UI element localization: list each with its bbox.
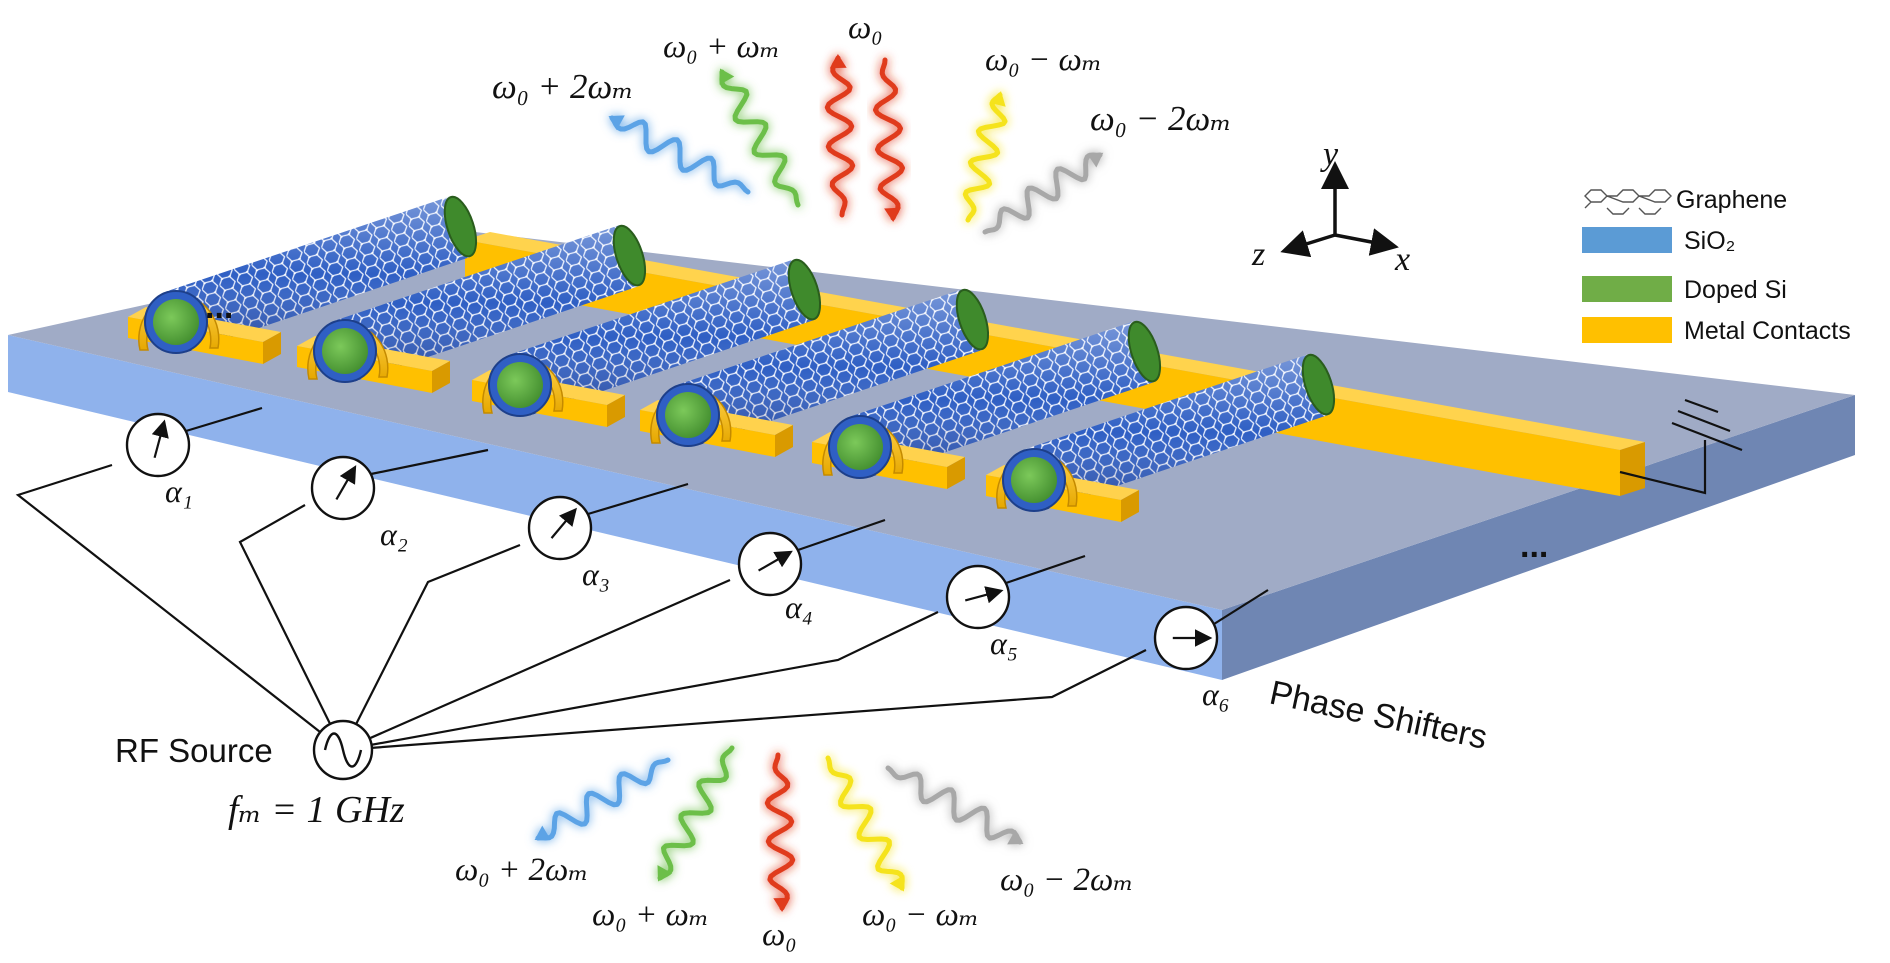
ellipsis-right: ... xyxy=(1520,527,1548,565)
legend-graphene-swatch xyxy=(1582,186,1672,216)
top-wave-label-3: ω₀ xyxy=(848,10,883,46)
feed-wire-6 xyxy=(342,649,1147,752)
bottom-wave-1 xyxy=(534,757,671,841)
top-wave-label-1: ω₀ + 2ωₘ xyxy=(492,67,634,106)
graphene-tube-array xyxy=(128,195,1336,522)
feed-wire-5 xyxy=(342,611,939,752)
substrate-side-face xyxy=(1222,395,1855,680)
bottom-wave-3 xyxy=(764,752,796,912)
phase-label-1: α₁ xyxy=(165,473,193,509)
doped-si-core xyxy=(665,392,711,438)
doped-si-core-end xyxy=(1301,353,1336,416)
phase-shifters-label: Phase Shifters xyxy=(1266,674,1490,757)
rf-feed-wires xyxy=(15,406,1269,752)
graphene-device-1 xyxy=(128,195,478,364)
legend-metal-contacts-swatch xyxy=(1582,317,1672,343)
bottom-wave-label-3: ω₀ xyxy=(762,917,797,953)
bottom-wave-label-4: ω₀ − ωₘ xyxy=(862,897,979,933)
shifter-to-device-wire-1 xyxy=(185,406,263,433)
graphene-device-4 xyxy=(640,288,990,457)
emitted-waves-bottom xyxy=(534,745,1024,912)
top-wave-labels: ω₀ + 2ωₘ ω₀ + ωₘ ω₀ ω₀ − ωₘ ω₀ − 2ωₘ xyxy=(492,10,1232,138)
legend-label-metal-contacts: Metal Contacts xyxy=(1684,317,1851,345)
legend-label-sio2: SiO₂ xyxy=(1684,227,1735,255)
phase-arrow-icon xyxy=(758,550,793,572)
doped-si-core-end xyxy=(612,224,647,287)
top-wave-1 xyxy=(608,115,751,195)
emitted-waves-top xyxy=(608,54,1104,235)
top-wave-4 xyxy=(962,91,1008,223)
phase-arrow-icon xyxy=(335,465,357,500)
coordinate-axes: y x z xyxy=(1251,136,1410,278)
bottom-wave-label-1: ω₀ + 2ωₘ xyxy=(455,852,589,888)
modulation-frequency-label: fₘ = 1 GHz xyxy=(228,789,405,831)
ground-symbol xyxy=(1619,398,1743,495)
shifter-to-device-wire-3 xyxy=(587,482,689,516)
axis-z-label: z xyxy=(1251,236,1265,273)
graphene-device-5 xyxy=(812,320,1162,489)
doped-si-core xyxy=(153,299,199,345)
shifter-to-device-wire-4 xyxy=(797,518,886,552)
top-wave-label-2: ω₀ + ωₘ xyxy=(663,29,780,65)
top-wave-3-down xyxy=(873,57,905,222)
phase-label-2: α₂ xyxy=(380,516,408,552)
doped-si-core xyxy=(322,328,368,374)
bottom-wave-label-5: ω₀ − 2ωₘ xyxy=(1000,862,1134,898)
top-wave-2 xyxy=(719,68,801,208)
substrate-front-face xyxy=(8,335,1222,680)
feed-wire-1 xyxy=(15,463,344,751)
graphene-device-2 xyxy=(297,224,647,393)
top-wave-label-4: ω₀ − ωₘ xyxy=(985,42,1102,78)
doped-si-core xyxy=(1011,457,1057,503)
rf-source-label: RF Source xyxy=(115,732,273,769)
phase-shifter-4: α₄ xyxy=(737,531,813,625)
axis-y-label: y xyxy=(1320,136,1339,173)
bottom-wave-label-2: ω₀ + ωₘ xyxy=(592,897,709,933)
legend-sio2-swatch xyxy=(1582,227,1672,253)
legend-label-graphene: Graphene xyxy=(1676,186,1787,214)
shifter-to-device-wire-5 xyxy=(1005,554,1086,585)
phase-label-4: α₄ xyxy=(785,589,813,625)
phase-shifter-6: α₆ xyxy=(1153,605,1230,712)
graphene-device-3 xyxy=(472,258,822,427)
legend: Graphene SiO₂ Doped Si Metal Contacts xyxy=(1582,186,1851,345)
phase-arrow-icon xyxy=(550,507,577,539)
top-wave-label-5: ω₀ − 2ωₘ xyxy=(1090,99,1232,138)
phase-label-5: α₅ xyxy=(990,625,1018,661)
bottom-wave-2 xyxy=(657,745,735,882)
phase-arrow-icon xyxy=(964,586,1004,604)
feed-wire-3 xyxy=(342,543,521,751)
doped-si-core-end xyxy=(443,195,478,258)
phase-arrow-icon xyxy=(151,419,169,459)
doped-si-core xyxy=(497,362,543,408)
ellipsis-left: ... xyxy=(205,288,233,326)
top-wave-5 xyxy=(982,152,1104,235)
bottom-wave-labels: ω₀ + 2ωₘ ω₀ + ωₘ ω₀ ω₀ − ωₘ ω₀ − 2ωₘ xyxy=(455,852,1134,953)
shifter-to-device-wire-2 xyxy=(370,448,489,476)
phase-shifter-1: α₁ xyxy=(125,412,193,509)
doped-si-core-end xyxy=(955,288,990,351)
bottom-wave-4 xyxy=(825,755,905,892)
top-wave-3 xyxy=(824,54,856,218)
graphene-device-6 xyxy=(986,353,1336,522)
doped-si-core-end xyxy=(1127,320,1162,383)
bottom-wave-5 xyxy=(885,765,1024,845)
phase-shifter-2: α₂ xyxy=(310,455,408,552)
shifter-to-device-wire-6 xyxy=(1213,589,1269,625)
sine-wave-icon xyxy=(323,732,363,768)
rf-source: RF Source fₘ = 1 GHz xyxy=(115,719,405,831)
phase-label-6: α₆ xyxy=(1202,676,1230,712)
doped-si-core-end xyxy=(787,258,822,321)
phase-shifter-5: α₅ xyxy=(945,564,1018,661)
legend-label-doped-si: Doped Si xyxy=(1684,276,1787,304)
feed-wire-2 xyxy=(238,504,344,751)
doped-si-core xyxy=(837,424,883,470)
axis-x-label: x xyxy=(1394,241,1410,278)
phase-label-3: α₃ xyxy=(582,556,610,592)
legend-doped-si-swatch xyxy=(1582,276,1672,302)
phase-shifter-3: α₃ xyxy=(527,495,610,592)
feed-wire-4 xyxy=(342,578,731,752)
phase-shifter-array: α₁ α₂ α₃ α₄ α₅ α₆ xyxy=(125,412,1230,712)
